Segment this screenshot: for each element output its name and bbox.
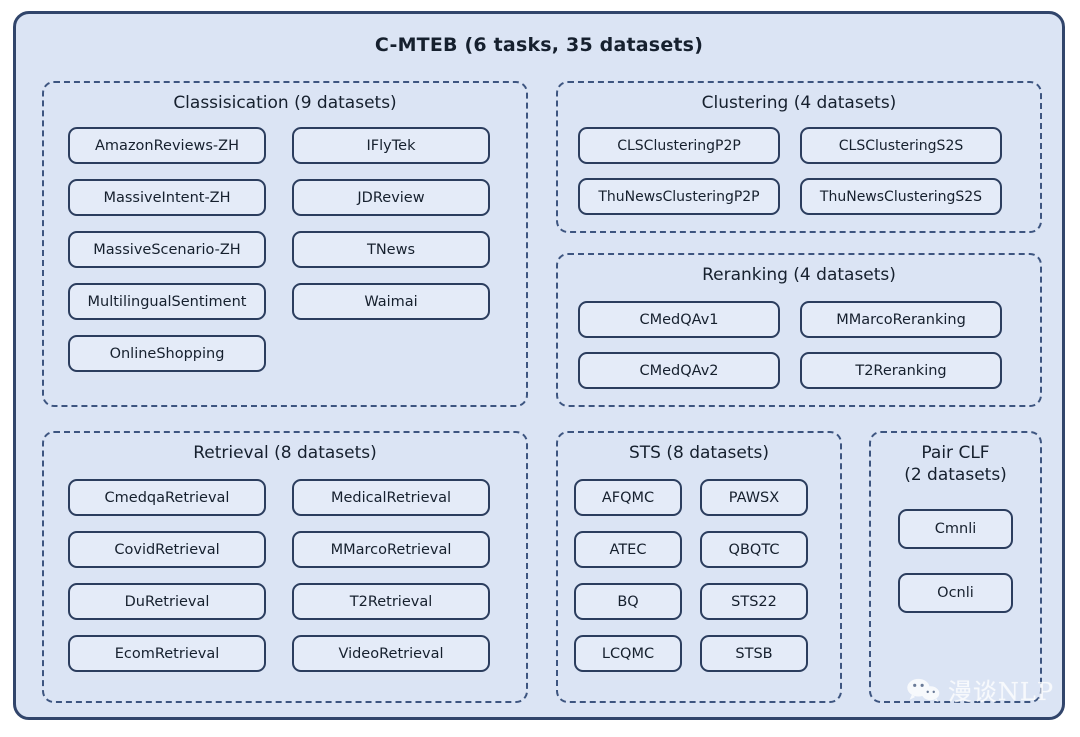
- dataset-box: MassiveScenario-ZH: [68, 231, 266, 268]
- dataset-box: MassiveIntent-ZH: [68, 179, 266, 216]
- dataset-box: LCQMC: [574, 635, 682, 672]
- dataset-box: CLSClusteringS2S: [800, 127, 1002, 164]
- dataset-box: Cmnli: [898, 509, 1013, 549]
- task-group-classification: Classisication (9 datasets) AmazonReview…: [42, 81, 528, 407]
- dataset-box: ThuNewsClusteringP2P: [578, 178, 780, 215]
- dataset-box: STSB: [700, 635, 808, 672]
- dataset-box: MMarcoRetrieval: [292, 531, 490, 568]
- group-title-clustering: Clustering (4 datasets): [701, 93, 897, 113]
- group-title-classification: Classisication (9 datasets): [173, 93, 397, 113]
- dataset-box: CLSClusteringP2P: [578, 127, 780, 164]
- task-group-reranking: Reranking (4 datasets) CMedQAv1 MMarcoRer…: [556, 253, 1042, 407]
- task-group-clustering: Clustering (4 datasets) CLSClusteringP2P…: [556, 81, 1042, 233]
- dataset-box: JDReview: [292, 179, 490, 216]
- dataset-box: CMedQAv1: [578, 301, 780, 338]
- dataset-box: CovidRetrieval: [68, 531, 266, 568]
- group-title-pair-clf: Pair CLF (2 datasets): [904, 443, 1007, 485]
- group-title-retrieval: Retrieval (8 datasets): [193, 443, 377, 463]
- dataset-box: ATEC: [574, 531, 682, 568]
- dataset-box: T2Reranking: [800, 352, 1002, 389]
- dataset-box: AmazonReviews-ZH: [68, 127, 266, 164]
- dataset-box: PAWSX: [700, 479, 808, 516]
- dataset-box: MMarcoReranking: [800, 301, 1002, 338]
- dataset-box: ThuNewsClusteringS2S: [800, 178, 1002, 215]
- dataset-box: T2Retrieval: [292, 583, 490, 620]
- dataset-box: VideoRetrieval: [292, 635, 490, 672]
- dataset-box: BQ: [574, 583, 682, 620]
- dataset-box: STS22: [700, 583, 808, 620]
- group-title-sts: STS (8 datasets): [629, 443, 769, 463]
- dataset-box: EcomRetrieval: [68, 635, 266, 672]
- dataset-box: Waimai: [292, 283, 490, 320]
- dataset-box: MultilingualSentiment: [68, 283, 266, 320]
- dataset-list-clustering: CLSClusteringP2P CLSClusteringS2S ThuNewsC…: [558, 127, 1040, 215]
- dataset-box: TNews: [292, 231, 490, 268]
- page-title: C-MTEB (6 tasks, 35 datasets): [374, 34, 704, 56]
- group-title-reranking: Reranking (4 datasets): [702, 265, 896, 285]
- dataset-box: CMedQAv2: [578, 352, 780, 389]
- dataset-box: OnlineShopping: [68, 335, 266, 372]
- dataset-box: AFQMC: [574, 479, 682, 516]
- dataset-box: IFlyTek: [292, 127, 490, 164]
- dataset-box: DuRetrieval: [68, 583, 266, 620]
- dataset-box: QBQTC: [700, 531, 808, 568]
- task-group-sts: STS (8 datasets) AFQMC PAWSX ATEC QBQTC BQ ST…: [556, 431, 842, 703]
- dataset-box: Ocnli: [898, 573, 1013, 613]
- dataset-box: MedicalRetrieval: [292, 479, 490, 516]
- task-group-retrieval: Retrieval (8 datasets) CmedqaRetrieval Me…: [42, 431, 528, 703]
- dataset-box: CmedqaRetrieval: [68, 479, 266, 516]
- diagram-root: C-MTEB (6 tasks, 35 datasets) Classisica…: [13, 11, 1065, 720]
